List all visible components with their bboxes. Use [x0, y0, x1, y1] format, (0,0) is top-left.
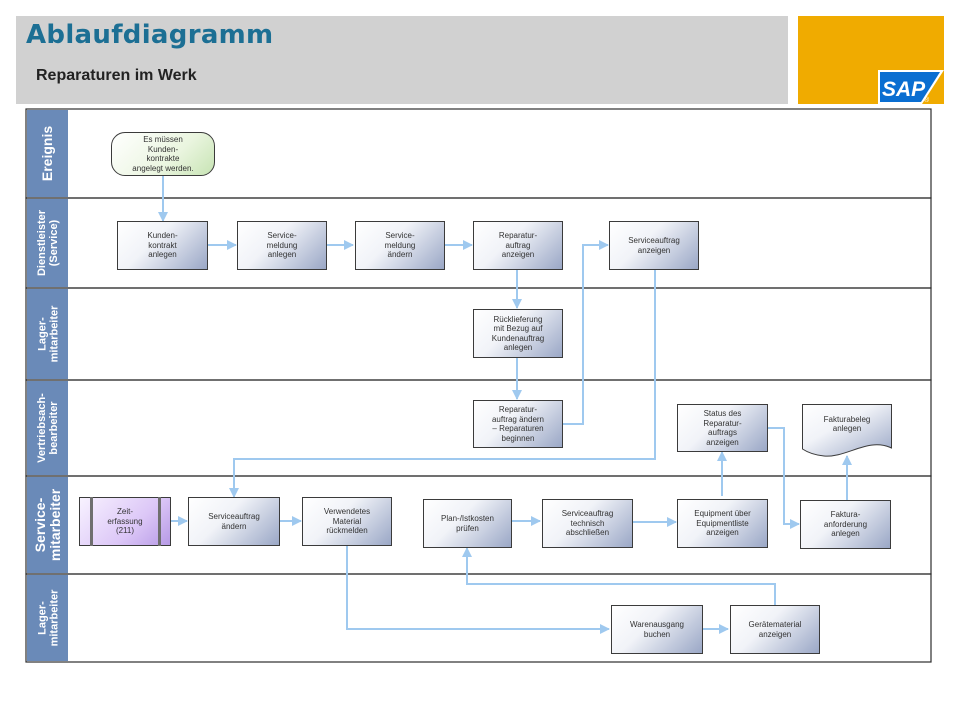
event-kundenkontrakte: Es müssen Kunden- kontrakte angelegt wer… [111, 132, 215, 176]
subprocess-zeiterfassung: Zeit- erfassung (211) [79, 497, 171, 546]
lane-label-bg [27, 110, 68, 197]
task-servicemeldung-anlegen: Service- meldung anlegen [237, 221, 327, 270]
subprocess-left-bar [90, 497, 93, 546]
edge-material-to-warenausgang [346, 546, 610, 634]
task-serviceauftrag-abschliessen: Serviceauftrag technisch abschließen [542, 499, 633, 548]
lane-label-lagermitarbeiter-2: Lager- mitarbeiter [36, 589, 61, 647]
sap-logo: SAP ® [878, 70, 944, 104]
task-ruecklieferung-anlegen: Rücklieferung mit Bezug auf Kundenauftra… [473, 309, 563, 358]
task-plan-istkosten-pruefen: Plan-/Istkosten prüfen [423, 499, 512, 548]
task-material-rueckmelden: Verwendetes Material rückmelden [302, 497, 392, 546]
lane-label-vertriebsachbearbeiter: Vertriebsach- bearbeiter [36, 393, 61, 463]
task-reparaturauftrag-anzeigen: Reparatur- auftrag anzeigen [473, 221, 563, 270]
registered-mark: ® [924, 96, 930, 104]
lane-label-servicemitarbeiter: Service- mitarbeiter [32, 488, 64, 562]
lane-label-bg [27, 575, 68, 661]
task-geraetematerial-anzeigen: Gerätematerial anzeigen [730, 605, 820, 654]
task-fakturaanforderung-anlegen: Faktura- anforderung anlegen [800, 500, 891, 549]
task-serviceauftrag-aendern: Serviceauftrag ändern [188, 497, 280, 546]
lane-label-lagermitarbeiter: Lager- mitarbeiter [36, 305, 61, 363]
task-status-reparaturauftrag: Status des Reparatur- auftrags anzeigen [677, 404, 768, 452]
task-kundenkontrakt-anlegen: Kunden- kontrakt anlegen [117, 221, 208, 270]
lane-label-bg [27, 381, 68, 475]
lane-label-dienstleister: Dienstleister (Service) [36, 209, 60, 277]
edge-status-to-fakturaanforderung [768, 427, 800, 529]
task-serviceauftrag-anzeigen: Serviceauftrag anzeigen [609, 221, 699, 270]
lane-label-bg [27, 289, 68, 379]
lane-label-ereignis: Ereignis [39, 125, 56, 182]
task-equipment-anzeigen: Equipment über Equipmentliste anzeigen [677, 499, 768, 548]
document-fakturabeleg-anlegen: Fakturabeleg anlegen [802, 404, 892, 457]
edge-serviceauftrag-anzeigen-to-aendern [229, 270, 656, 498]
page-subtitle: Reparaturen im Werk [36, 67, 197, 84]
task-warenausgang-buchen: Warenausgang buchen [611, 605, 703, 654]
task-servicemeldung-aendern: Service- meldung ändern [355, 221, 445, 270]
page-title: Ablaufdiagramm [26, 20, 274, 50]
lane-label-bg [27, 199, 68, 287]
edge-geraetematerial-to-plankosten [462, 547, 776, 605]
header-banner: Ablaufdiagramm Reparaturen im Werk [16, 16, 788, 104]
sap-logo-text: SAP [882, 78, 926, 101]
lane-label-bg [27, 477, 68, 573]
subprocess-right-bar [158, 497, 161, 546]
document-shape [802, 404, 892, 457]
lane-frame-lager-2 [25, 573, 932, 663]
task-reparaturauftrag-aendern: Reparatur- auftrag ändern – Reparaturen … [473, 400, 563, 448]
edge-auftrag-aendern-to-serviceauftrag-anzeigen [563, 240, 609, 425]
